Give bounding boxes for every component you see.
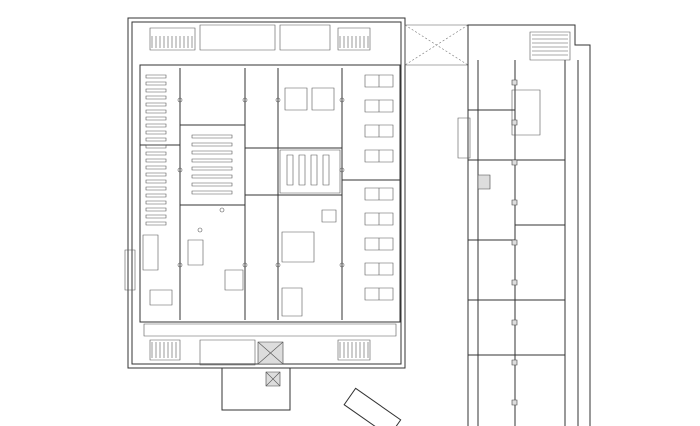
column xyxy=(512,200,517,205)
column xyxy=(220,208,224,212)
shelf xyxy=(192,135,232,138)
shelf xyxy=(323,155,329,185)
stair-bottom-right xyxy=(338,340,370,360)
shelf xyxy=(146,131,166,134)
shelf xyxy=(192,183,232,186)
shelf xyxy=(146,194,166,197)
annex xyxy=(222,368,290,410)
bottom-annex xyxy=(150,340,401,426)
column xyxy=(512,160,517,165)
desk-clusters xyxy=(365,75,393,300)
column xyxy=(340,168,344,172)
shelf xyxy=(146,222,166,225)
shelf xyxy=(287,155,293,185)
shelf xyxy=(146,89,166,92)
shelf xyxy=(192,159,232,162)
stair-east-2 xyxy=(512,90,540,135)
shelf xyxy=(192,151,232,154)
shelf xyxy=(146,187,166,190)
shaft xyxy=(478,175,490,189)
corridor-bottom xyxy=(144,324,396,336)
inner-wall-line xyxy=(132,22,401,364)
shelf xyxy=(146,103,166,106)
shelf xyxy=(146,96,166,99)
shelf xyxy=(146,201,166,204)
shelf xyxy=(146,180,166,183)
stair-bottom-left xyxy=(150,340,180,360)
shelf xyxy=(299,155,305,185)
shelf xyxy=(146,159,166,162)
table xyxy=(225,270,243,290)
outer-wall xyxy=(128,18,405,368)
column xyxy=(512,280,517,285)
columns xyxy=(178,80,517,405)
column xyxy=(340,263,344,267)
column xyxy=(512,240,517,245)
shelf xyxy=(192,175,232,178)
shelf xyxy=(192,191,232,194)
central-room xyxy=(280,150,340,193)
table xyxy=(282,288,302,316)
shelf xyxy=(146,110,166,113)
table xyxy=(285,88,307,110)
east-wing xyxy=(458,25,590,426)
side-entrance xyxy=(125,250,135,290)
shelf xyxy=(192,167,232,170)
shelf xyxy=(146,173,166,176)
shelf xyxy=(146,117,166,120)
shelf xyxy=(311,155,317,185)
main-building xyxy=(125,18,405,368)
column xyxy=(243,98,247,102)
column xyxy=(340,98,344,102)
shelving-rows xyxy=(146,75,329,225)
stair-east xyxy=(530,32,570,60)
shelf xyxy=(146,138,166,141)
shelf xyxy=(146,124,166,127)
table xyxy=(150,290,172,305)
main-hall xyxy=(140,65,400,322)
room-partitions xyxy=(140,68,400,320)
shelf xyxy=(146,152,166,155)
shelf xyxy=(146,208,166,211)
column xyxy=(276,98,280,102)
column xyxy=(512,120,517,125)
shelf xyxy=(146,82,166,85)
shelf xyxy=(146,215,166,218)
top-band xyxy=(150,25,568,358)
stair-treads xyxy=(152,35,568,358)
shelf xyxy=(146,166,166,169)
column xyxy=(243,263,247,267)
column xyxy=(178,168,182,172)
room-101 xyxy=(200,340,255,365)
column xyxy=(178,98,182,102)
table xyxy=(188,240,203,265)
cabinet xyxy=(143,235,158,270)
table xyxy=(282,232,314,262)
column xyxy=(512,80,517,85)
shelf xyxy=(146,75,166,78)
table xyxy=(322,210,336,222)
column xyxy=(178,263,182,267)
stair-top-right xyxy=(338,28,370,50)
column xyxy=(198,228,202,232)
connector xyxy=(405,25,468,65)
column xyxy=(512,400,517,405)
restroom-2 xyxy=(280,25,330,50)
column xyxy=(276,263,280,267)
table xyxy=(312,88,334,110)
ramp xyxy=(344,388,401,426)
shelf xyxy=(192,143,232,146)
column xyxy=(512,360,517,365)
column xyxy=(512,320,517,325)
stair-outside xyxy=(458,118,470,158)
shelf xyxy=(146,145,166,148)
restrooms xyxy=(200,25,275,50)
stair-top-left xyxy=(150,28,195,50)
